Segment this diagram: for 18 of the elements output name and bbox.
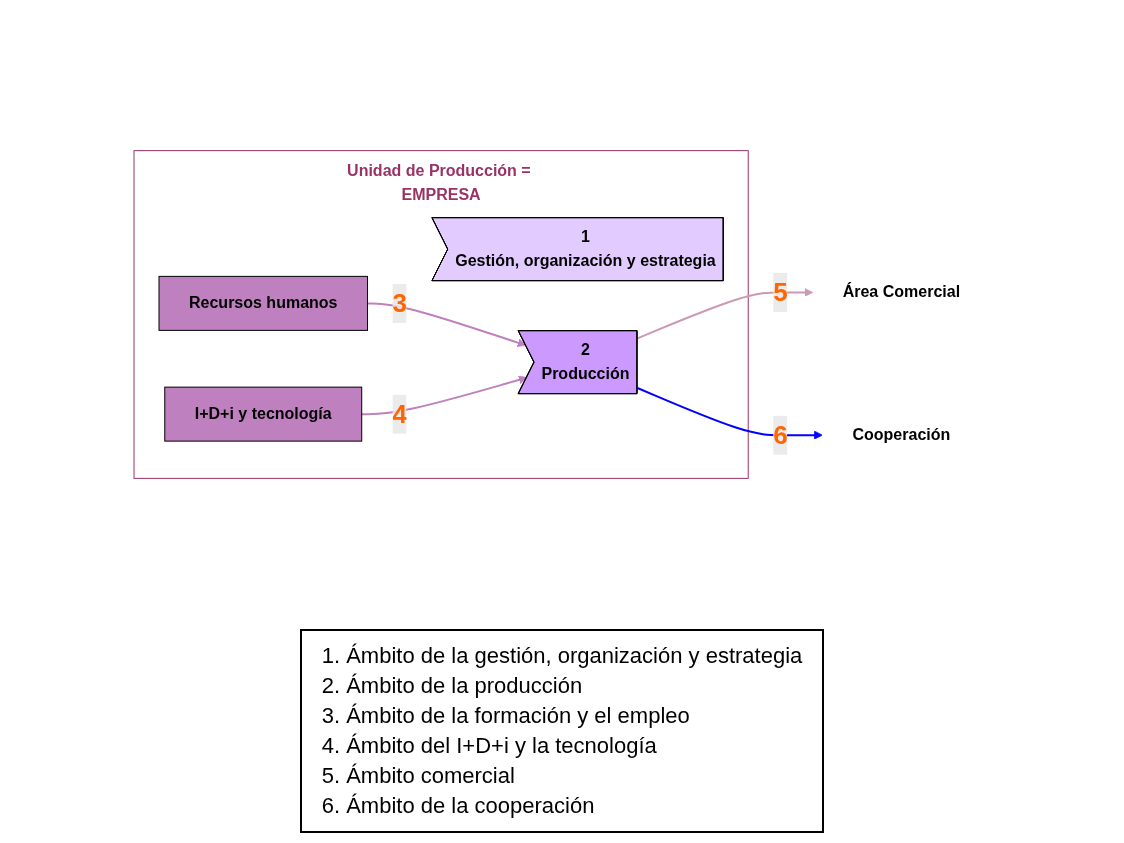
note-text: 1. Ámbito de la gestión, organización y estrategia: [321, 642, 803, 670]
node-text: Cooperación: [852, 426, 951, 444]
note-text: 5. Ámbito comercial: [321, 762, 516, 790]
note-text: 4. Ámbito del I+D+i y la tecnología: [321, 732, 658, 760]
arrow: [366, 302, 527, 348]
arrow: [360, 375, 528, 416]
arrow: [636, 288, 814, 340]
node-box: Recursos humanos: [158, 275, 368, 331]
edge-label: 5: [773, 276, 788, 307]
node-text: Área Comercial: [842, 283, 961, 301]
note-text: 6. Ámbito de la cooperación: [321, 792, 596, 820]
arrow: [636, 387, 823, 440]
edge-label: 3: [392, 287, 407, 318]
note-text: 3. Ámbito de la formación y el empleo: [321, 702, 691, 730]
edge-label: 4: [392, 398, 407, 429]
node-box: I+D+i y tecnología: [164, 386, 363, 442]
note-text: 2. Ámbito de la producción: [321, 672, 584, 700]
edge-label: 6: [773, 419, 788, 450]
